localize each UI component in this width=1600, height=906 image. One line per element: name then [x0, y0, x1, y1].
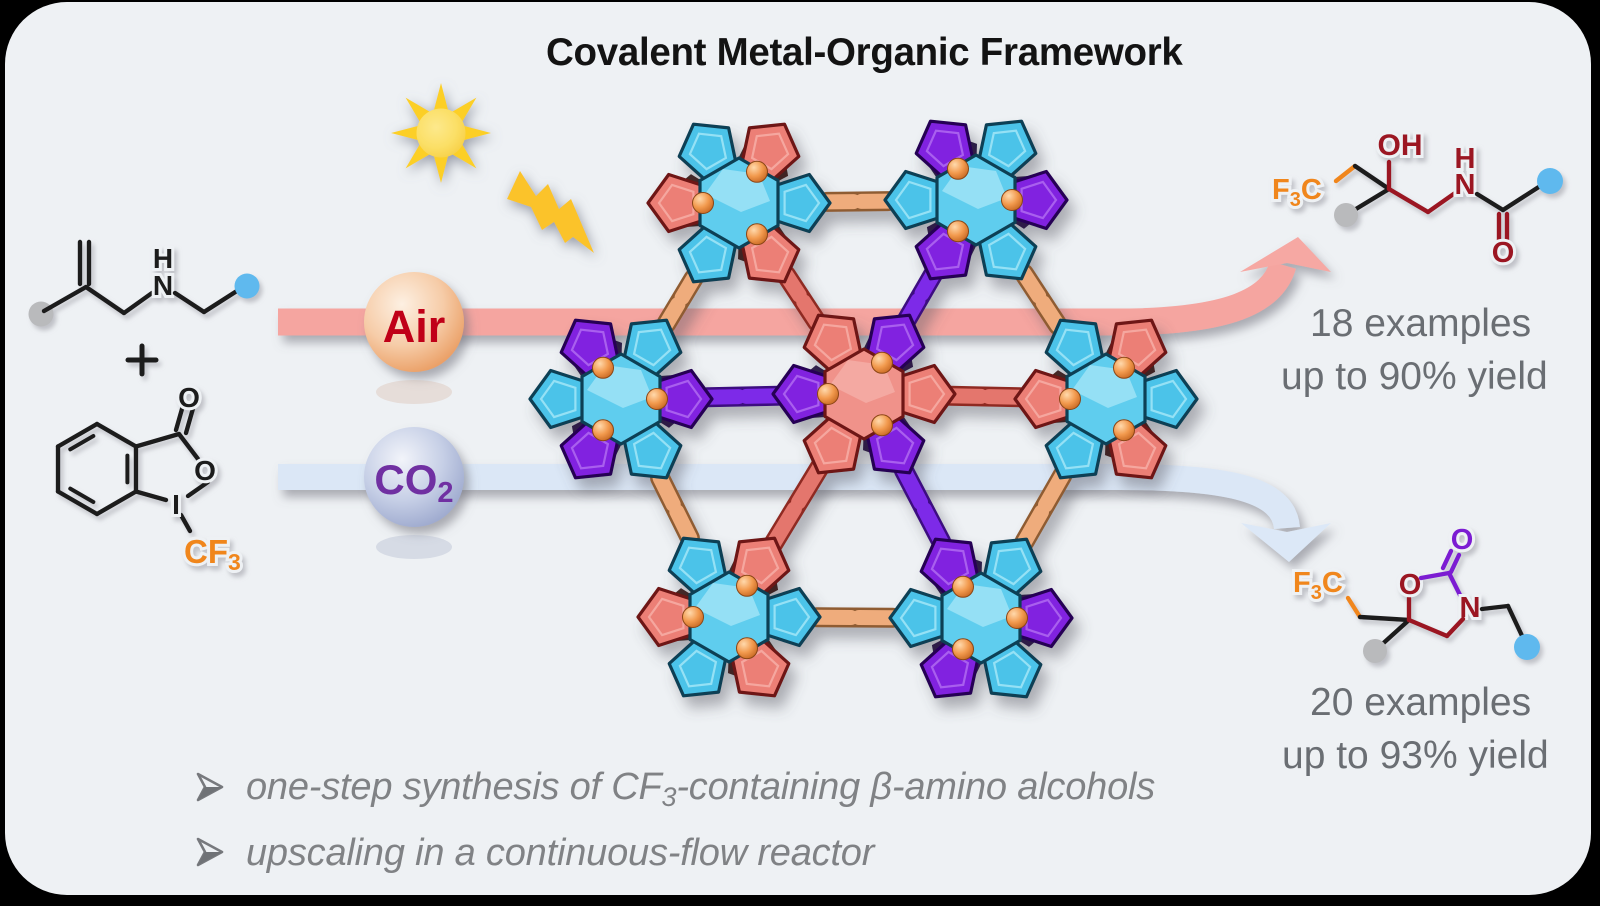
svg-text:H: H — [153, 243, 173, 274]
svg-text:H: H — [1455, 143, 1476, 175]
svg-text:OH: OH — [1378, 129, 1423, 162]
svg-text:O: O — [1399, 569, 1422, 601]
svg-text:N: N — [1455, 169, 1476, 201]
svg-text:N: N — [153, 270, 173, 301]
svg-text:O: O — [1451, 524, 1474, 556]
svg-text:O: O — [1492, 237, 1515, 269]
svg-text:O: O — [178, 382, 200, 413]
svg-text:F3C: F3C — [1272, 174, 1322, 211]
svg-text:F3C: F3C — [1293, 567, 1343, 604]
svg-text:I: I — [172, 489, 180, 520]
svg-text:CF3: CF3 — [184, 533, 241, 575]
svg-text:O: O — [194, 455, 216, 486]
